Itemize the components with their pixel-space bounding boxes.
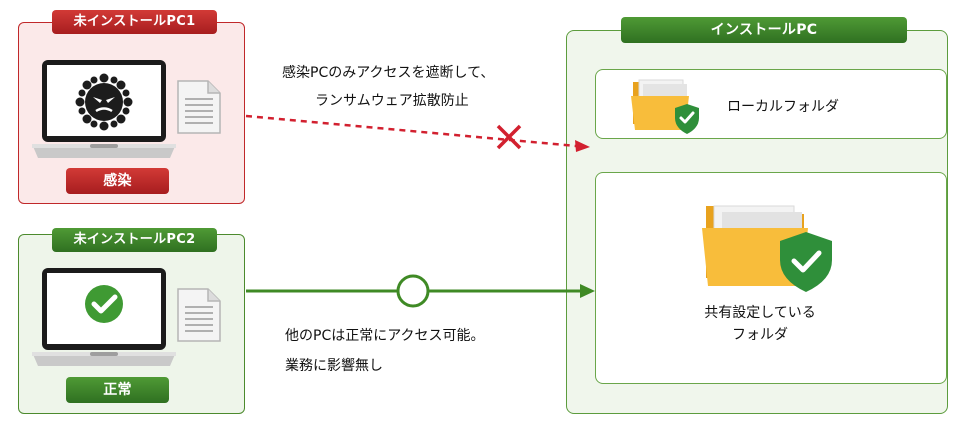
pc2-laptop-icon [32, 268, 176, 366]
blocked-message-line1: 感染PCのみアクセスを遮断して、 [282, 65, 495, 81]
pc2-status-badge: 正常 [66, 377, 169, 403]
pc1-laptop-icon [32, 60, 176, 158]
shared-folder-icon [702, 205, 832, 292]
shield-check-icon [675, 104, 699, 134]
shield-check-icon [780, 232, 832, 292]
pc2-document-icon [177, 288, 221, 342]
shared-folder-label-line1: 共有設定している [704, 305, 816, 321]
circle-icon [396, 274, 430, 308]
installed-pc-title: インストールPC [621, 17, 907, 43]
pc2-title: 未インストールPC2 [52, 228, 217, 252]
allowed-message-line1: 他のPCは正常にアクセス可能。 [285, 328, 485, 344]
local-folder-label: ローカルフォルダ [727, 99, 839, 115]
blocked-message-line2: ランサムウェア拡散防止 [315, 93, 469, 109]
blocked-arrow [245, 114, 590, 152]
shared-folder-label-line2: フォルダ [732, 327, 788, 343]
x-mark-icon [496, 124, 522, 150]
virus-icon [75, 73, 133, 131]
pc1-document-icon [177, 80, 221, 134]
check-icon [85, 285, 123, 323]
pc1-status-badge: 感染 [66, 168, 169, 194]
local-folder-icon [631, 79, 699, 134]
pc1-title: 未インストールPC1 [52, 10, 217, 34]
allowed-message-line2: 業務に影響無し [285, 358, 383, 374]
